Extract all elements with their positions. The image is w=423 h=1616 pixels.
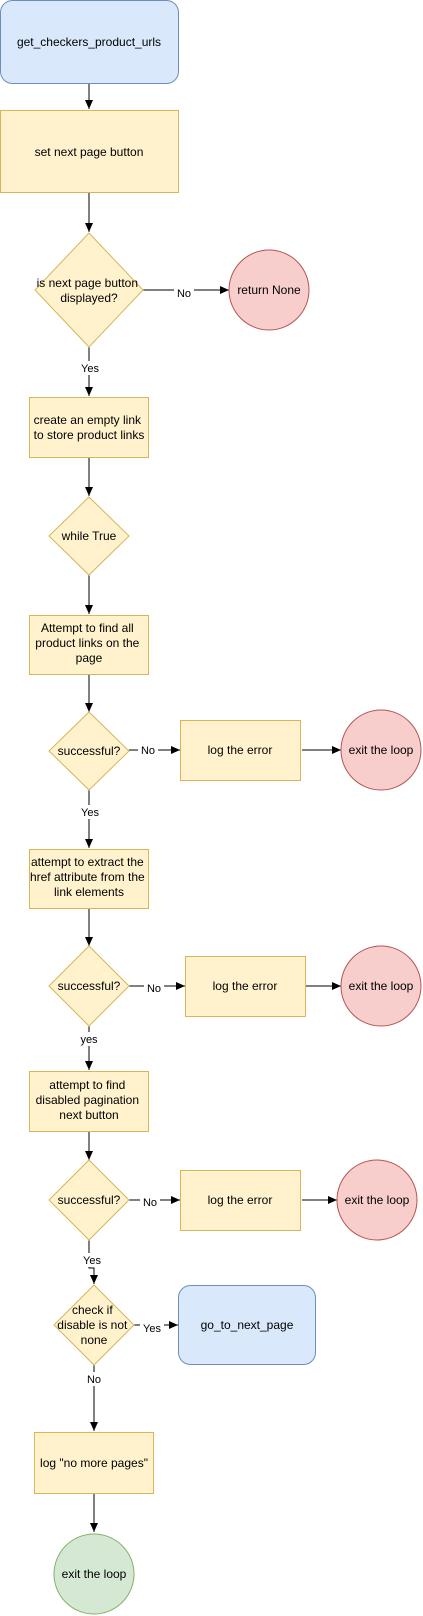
edge-label-yes-3: yes: [80, 1034, 98, 1046]
check-disable-line-1: check if: [72, 1303, 113, 1317]
edges: [85, 83, 341, 1532]
success-3-decision: [48, 1159, 130, 1241]
while-true-label: while True: [61, 529, 117, 543]
is-next-displayed-label: is next page button displayed?: [37, 276, 142, 305]
create-list-node: [29, 397, 149, 458]
edge-label-no-4: No: [143, 1197, 157, 1209]
exit-loop-final-node: [53, 1533, 135, 1615]
edge-label-yes-5: Yes: [143, 1323, 161, 1335]
create-list-line-1: create an empty link: [34, 413, 142, 427]
log-no-more-pages-label: log "no more pages": [40, 1456, 148, 1470]
start-node: [0, 0, 179, 84]
log-error-1-node: [180, 720, 301, 781]
return-none-node: [228, 249, 310, 331]
return-none-label: return None: [237, 283, 301, 297]
find-links-line-2: product links on the: [35, 636, 139, 650]
find-disabled-line-2: disabled pagination: [36, 1093, 139, 1107]
set-next-page-button-label: set next page button: [35, 145, 144, 159]
find-disabled-line-1: attempt to find: [49, 1078, 125, 1092]
extract-href-label: attempt to extract the href attribute fr…: [30, 855, 148, 899]
exit-loop-1-label: exit the loop: [349, 743, 414, 757]
exit-loop-2-node: [340, 945, 422, 1027]
success-2-label: successful?: [58, 979, 121, 993]
log-error-3-label: log the error: [208, 1193, 273, 1207]
extract-href-line-3: link elements: [54, 885, 124, 899]
go-to-next-page-label: go_to_next_page: [201, 1318, 294, 1332]
edge-label-no-1: No: [177, 288, 191, 300]
check-disable-line-2: disable is not: [57, 1318, 128, 1332]
start-node-label: get_checkers_product_urls: [17, 35, 161, 49]
is-next-displayed-decision: [34, 232, 144, 348]
exit-loop-3-node: [336, 1159, 418, 1241]
find-links-label: Attempt to find all product links on the…: [35, 621, 142, 665]
success-1-decision: [48, 711, 130, 791]
is-next-displayed-line-1: is next page button: [37, 276, 138, 290]
success-3-label: successful?: [58, 1193, 121, 1207]
exit-loop-final-label: exit the loop: [62, 1567, 127, 1581]
find-links-node: [29, 615, 149, 675]
go-to-next-page-node: [178, 1285, 316, 1365]
log-error-2-node: [185, 956, 306, 1017]
log-error-2-label: log the error: [213, 979, 278, 993]
find-links-line-3: page: [76, 651, 103, 665]
edge-labels: No Yes No Yes No yes No Yes Yes No: [77, 286, 194, 1386]
extract-href-line-1: attempt to extract the: [31, 855, 144, 869]
log-no-more-pages-node: [34, 1432, 154, 1494]
exit-loop-1-node: [340, 709, 422, 791]
find-disabled-node: [29, 1071, 149, 1132]
exit-loop-2-label: exit the loop: [349, 979, 414, 993]
edge-label-no-3: No: [147, 983, 161, 995]
edge-label-yes-1: Yes: [81, 363, 99, 375]
is-next-displayed-line-2: displayed?: [60, 291, 118, 305]
success-2-decision: [48, 945, 130, 1027]
extract-href-line-2: href attribute from the: [30, 870, 145, 884]
check-disable-decision: [53, 1284, 135, 1366]
check-disable-line-3: none: [81, 1333, 108, 1347]
log-error-3-node: [180, 1170, 301, 1231]
edge-label-no-2: No: [141, 745, 155, 757]
while-true-decision: [48, 496, 130, 576]
edge-label-yes-4: Yes: [83, 1255, 101, 1267]
find-links-line-1: Attempt to find all: [41, 621, 134, 635]
edge-label-no-5: No: [87, 1374, 101, 1386]
extract-href-node: [29, 849, 149, 909]
find-disabled-label: attempt to find disabled pagination next…: [36, 1078, 143, 1122]
create-list-label: create an empty link to store product li…: [34, 413, 145, 442]
check-disable-label: check if disable is not none: [57, 1303, 130, 1347]
create-list-line-2: to store product links: [34, 428, 145, 442]
set-next-page-button-node: [0, 110, 179, 193]
success-1-label: successful?: [58, 744, 121, 758]
edge-label-yes-2: Yes: [81, 807, 99, 819]
find-disabled-line-3: next button: [59, 1108, 118, 1122]
log-error-1-label: log the error: [208, 743, 273, 757]
exit-loop-3-label: exit the loop: [345, 1193, 410, 1207]
